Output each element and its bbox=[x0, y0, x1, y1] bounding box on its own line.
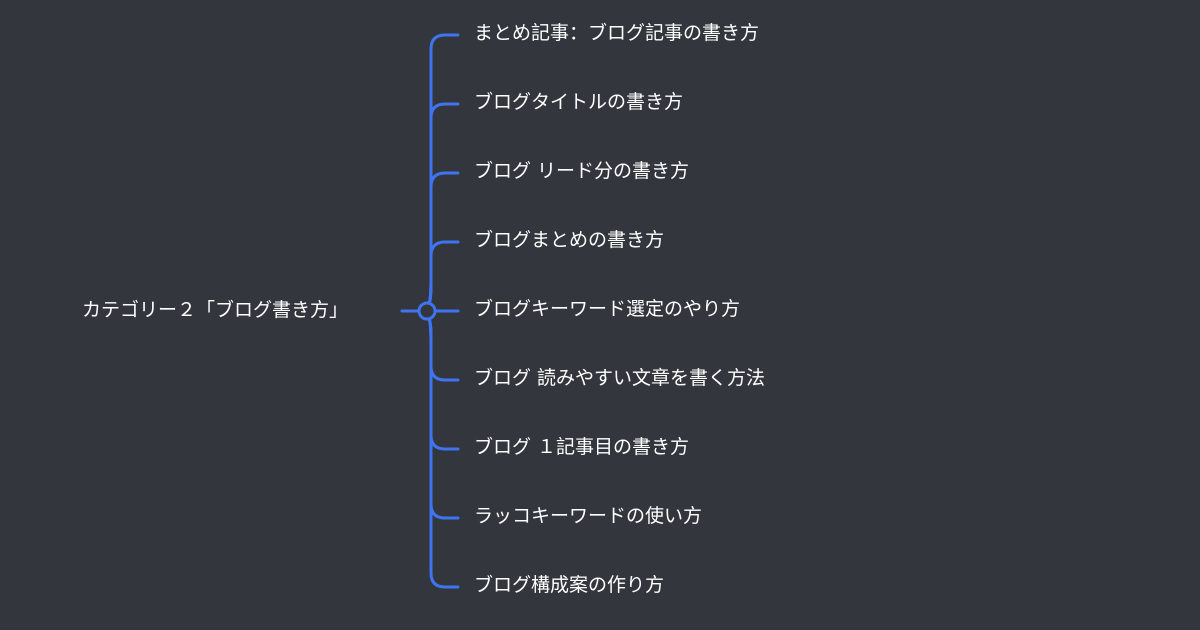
hub-node-circle[interactable] bbox=[417, 301, 437, 321]
branch-connector-3 bbox=[425, 240, 460, 313]
branch-label-rakko-keyword[interactable]: ラッコキーワードの使い方 bbox=[474, 505, 703, 527]
root-node-label[interactable]: カテゴリー２「ブログ書き方」 bbox=[82, 299, 349, 321]
branch-label-blog-title[interactable]: ブログタイトルの書き方 bbox=[474, 91, 684, 113]
branch-label-keyword-selection[interactable]: ブログキーワード選定のやり方 bbox=[474, 298, 741, 320]
branch-label-summary-article[interactable]: まとめ記事：ブログ記事の書き方 bbox=[474, 22, 760, 44]
branch-label-readable-writing[interactable]: ブログ 読みやすい文章を書く方法 bbox=[474, 367, 766, 389]
branch-connector-8 bbox=[425, 309, 460, 589]
branch-label-lead-text[interactable]: ブログ リード分の書き方 bbox=[474, 160, 690, 182]
branch-label-first-article[interactable]: ブログ １記事目の書き方 bbox=[474, 436, 690, 458]
branch-label-blog-summary[interactable]: ブログまとめの書き方 bbox=[474, 229, 665, 251]
branch-label-outline-plan[interactable]: ブログ構成案の作り方 bbox=[474, 574, 665, 596]
